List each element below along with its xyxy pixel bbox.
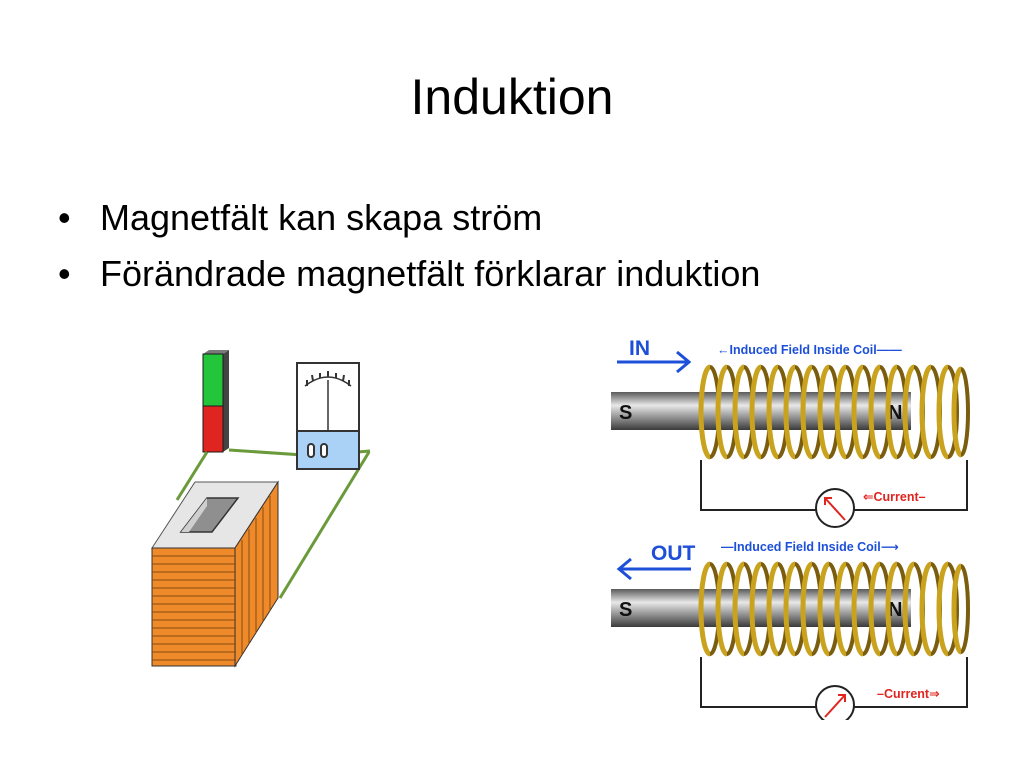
south-pole-label: S <box>619 599 632 621</box>
panel-magnet-out: OUT —Induced Field Inside Coil⟶ S N <box>611 540 970 720</box>
arrow-right-icon <box>617 350 692 374</box>
direction-label: IN <box>629 337 650 360</box>
field-label: —Induced Field Inside Coil⟶ <box>721 540 899 554</box>
slide-title: Induktion <box>410 69 614 125</box>
coil-front <box>698 561 963 657</box>
bullet-text: Förändrade magnetfält förklarar induktio… <box>100 253 761 294</box>
panel-magnet-in: IN ←Induced Field Inside Coil—— S N <box>611 337 970 528</box>
magnet-rod <box>611 589 911 627</box>
current-label: –Current⇒ <box>877 687 940 701</box>
ammeter-icon <box>815 685 855 720</box>
south-pole-label: S <box>619 402 632 424</box>
bullet-item: • Förändrade magnetfält förklarar indukt… <box>58 246 760 302</box>
bullet-item: • Magnetfält kan skapa ström <box>58 190 760 246</box>
field-label: ←Induced Field Inside Coil—— <box>717 343 902 357</box>
magnet-rod <box>611 392 911 430</box>
bullet-list: • Magnetfält kan skapa ström • Förändrad… <box>58 190 760 302</box>
induction-apparatus-illustration <box>151 350 371 668</box>
direction-label: OUT <box>651 542 696 565</box>
coil-on-iron-core <box>151 480 279 668</box>
current-label: ⇐Current– <box>863 490 926 504</box>
bar-magnet <box>202 350 229 453</box>
bullet-text: Magnetfält kan skapa ström <box>100 197 543 238</box>
induced-field-diagram: IN ←Induced Field Inside Coil—— S N <box>611 337 970 720</box>
bullet-glyph: • <box>58 197 71 238</box>
north-pole-label: N <box>888 402 902 424</box>
north-pole-label: N <box>888 599 902 621</box>
coil-front <box>698 364 963 460</box>
arrow-left-icon <box>616 557 691 581</box>
galvanometer <box>296 362 360 470</box>
bullet-glyph: • <box>58 253 71 294</box>
